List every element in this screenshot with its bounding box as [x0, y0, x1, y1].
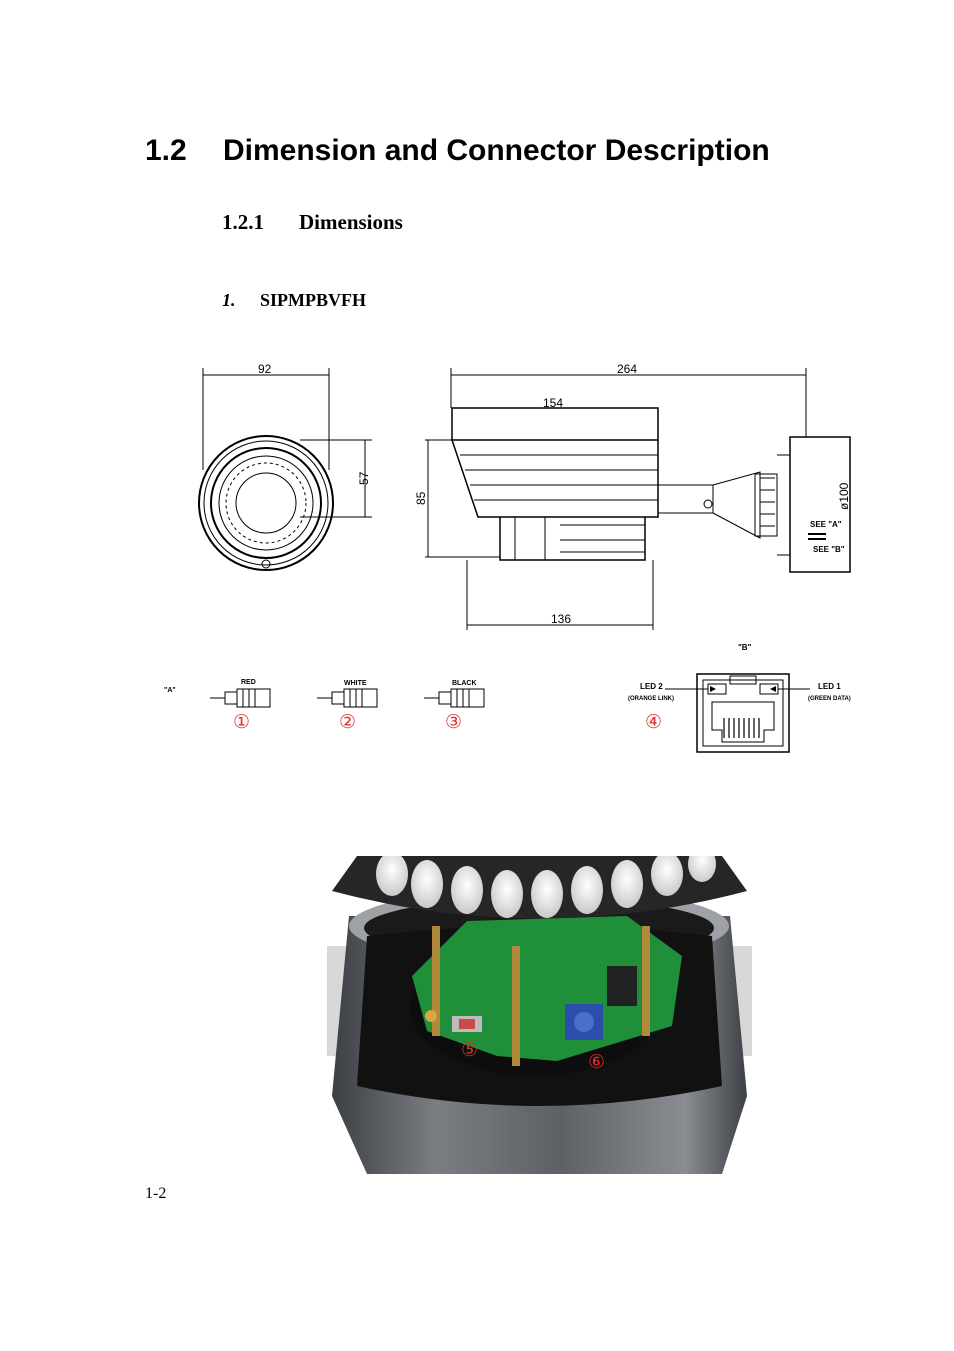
marker-2: ② [339, 712, 356, 733]
led2-sub-label: (ORANGE LINK) [628, 696, 674, 702]
marker-5: ⑤ [461, 1040, 478, 1061]
marker-3: ③ [445, 712, 462, 733]
subsection-heading: 1.2.1 Dimensions [222, 210, 403, 235]
led1-label: LED 1 [818, 682, 841, 691]
connector-a-label: "A" [164, 687, 176, 694]
dim-body-length: 136 [551, 612, 571, 626]
dim-front-height: 57 [357, 471, 371, 485]
dim-body-height: 85 [414, 491, 428, 505]
see-b-label: SEE "B" [813, 545, 845, 554]
see-a-label: SEE "A" [810, 520, 842, 529]
red-connector-icon [210, 688, 271, 708]
marker-6: ⑥ [588, 1052, 605, 1073]
marker-1: ① [233, 712, 250, 733]
model-number: 1. [222, 290, 236, 310]
led2-label: LED 2 [640, 682, 663, 691]
rj45-port-detail: "B" LED 2 (ORANGE LINK) LED 1 (GREEN DAT… [628, 643, 851, 753]
black-connector-icon [424, 688, 485, 708]
front-view [198, 368, 372, 571]
subsection-title: Dimensions [299, 210, 403, 234]
model-heading: 1. SIPMPBVFH [222, 290, 366, 311]
black-label: BLACK [452, 680, 477, 687]
section-number: 1.2 [145, 134, 187, 167]
dim-front-width: 92 [258, 362, 272, 376]
page-number: 1-2 [145, 1185, 167, 1202]
connector-a-group: "A" RED WHITE BLACK [164, 679, 485, 708]
connector-b-label: "B" [738, 643, 752, 652]
dim-total-length: 264 [617, 362, 637, 376]
dimension-drawing: 92 57 264 154 85 136 ø100 SEE "A" SEE "B… [164, 362, 851, 753]
section-heading: 1.2 Dimension and Connector Description [145, 134, 770, 168]
white-label: WHITE [344, 680, 367, 687]
marker-4: ④ [645, 712, 662, 733]
dim-base-diameter: ø100 [837, 482, 851, 510]
red-label: RED [241, 679, 256, 686]
led1-sub-label: (GREEN DATA) [808, 696, 851, 702]
camera-internal-photo: ⑤ ⑥ [327, 856, 752, 1174]
white-connector-icon [317, 688, 378, 708]
dim-hood-length: 154 [543, 396, 563, 410]
side-view [425, 368, 851, 630]
subsection-number: 1.2.1 [222, 210, 264, 234]
model-name: SIPMPBVFH [260, 290, 366, 310]
section-title: Dimension and Connector Description [223, 134, 770, 167]
